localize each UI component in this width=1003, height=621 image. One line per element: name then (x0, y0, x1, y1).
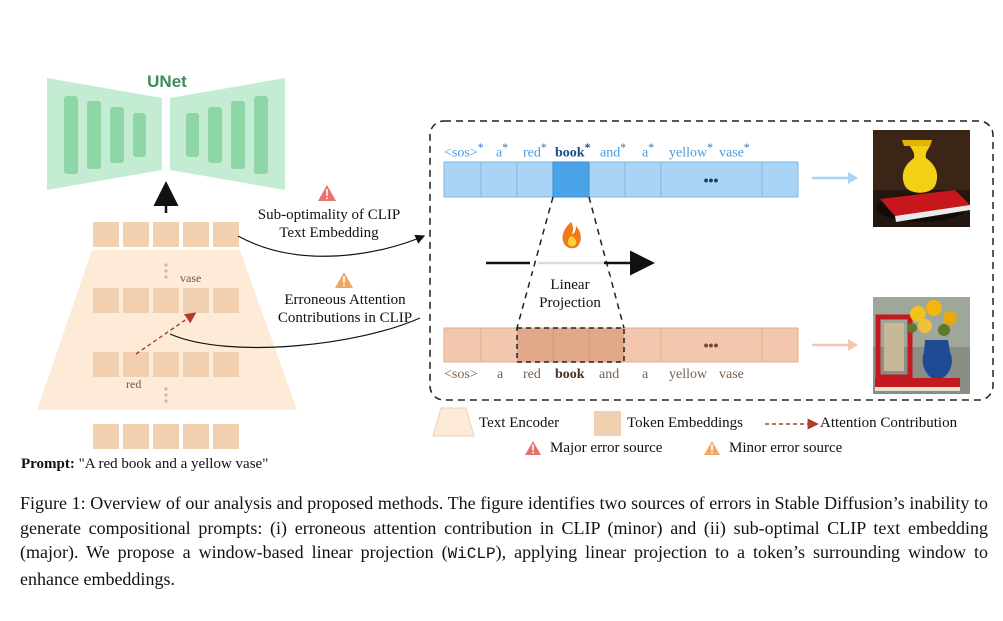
bottom-token-label: a (497, 367, 504, 382)
vertical-ellipsis (164, 263, 168, 403)
highlighted-token-book (552, 161, 590, 198)
top-token-label: red* (523, 141, 547, 161)
projection-panel (429, 120, 994, 401)
warning-icon (525, 441, 541, 455)
legend-text-encoder-swatch (432, 407, 475, 437)
bottom-token-label: and (599, 367, 620, 382)
annotation-erroneous-attention: Erroneous Attention Contributions in CLI… (277, 292, 413, 326)
unet-bar (110, 107, 124, 163)
unet-bar (133, 113, 146, 157)
prompt-text: "A red book and a yellow vase" (78, 456, 269, 472)
top-token-label: <sos>* (444, 141, 484, 161)
output-token-row (93, 222, 239, 247)
legend-minor-error: Minor error source (729, 440, 843, 456)
red-label: red (126, 377, 142, 391)
top-embedding-row (443, 161, 799, 198)
method-name: WiCLP (447, 545, 496, 563)
fire-icon (562, 222, 581, 249)
token-embedding (153, 352, 179, 377)
token-embedding (123, 222, 149, 247)
token-embedding (213, 222, 239, 247)
linear-projection-label: Linear Projection (530, 276, 610, 312)
unet-bar (208, 107, 222, 163)
token-embedding (183, 288, 209, 313)
bottom-token-label: yellow (669, 367, 708, 382)
top-token-label: vase* (719, 141, 750, 161)
legend-attention-contribution: Attention Contribution (820, 415, 958, 431)
token-embedding (153, 288, 179, 313)
token-embedding (93, 288, 119, 313)
warning-icon (335, 272, 353, 288)
token-embedding (93, 352, 119, 377)
generated-image-baseline (873, 130, 970, 227)
unet-bar (231, 101, 245, 169)
vase-label: vase (180, 271, 202, 285)
unet-bar (186, 113, 199, 157)
bottom-embedding-row (443, 327, 799, 363)
legend-token-embeddings: Token Embeddings (627, 415, 744, 431)
figure-caption: Figure 1: Overview of our analysis and p… (20, 493, 988, 589)
token-embedding (93, 424, 119, 449)
token-embedding (183, 222, 209, 247)
annotation-sub-optimality: Sub-optimality of CLIP Text Embedding (257, 207, 401, 241)
top-token-label: book* (555, 141, 591, 161)
legend-token-swatch (594, 411, 621, 436)
token-embedding (123, 424, 149, 449)
unet-bar (64, 96, 78, 174)
funnel-left-edge (516, 196, 554, 329)
legend-major-error: Major error source (550, 440, 663, 456)
token-embedding (123, 352, 149, 377)
token-embedding (213, 352, 239, 377)
warning-icon (704, 441, 720, 455)
top-token-label: and* (600, 141, 627, 161)
input-token-row (93, 424, 239, 449)
bottom-token-label: book (555, 367, 585, 382)
prompt-label: Prompt: (21, 456, 75, 472)
hidden-token-row-upper (93, 288, 239, 313)
token-embedding (213, 288, 239, 313)
hidden-token-row-lower (93, 352, 239, 377)
top-ellipsis: ••• (704, 172, 719, 188)
unet-bar (254, 96, 268, 174)
bottom-token-label: a (642, 367, 649, 382)
top-token-label: a* (496, 141, 509, 161)
warning-icon (318, 185, 336, 201)
attention-contribution-arrow (135, 312, 197, 355)
bottom-token-label: <sos> (444, 367, 478, 382)
unet-block (47, 78, 285, 190)
token-embedding (183, 352, 209, 377)
legend-text-encoder: Text Encoder (479, 415, 560, 431)
unet-bar (87, 101, 101, 169)
unet-title: UNet (147, 72, 187, 91)
token-embedding (123, 288, 149, 313)
bottom-token-label: vase (719, 367, 744, 382)
token-embedding (183, 424, 209, 449)
curve-arrow-sub-optimality (237, 234, 426, 257)
top-token-label: yellow* (669, 141, 713, 161)
token-embedding (213, 424, 239, 449)
prompt-line: Prompt: "A red book and a yellow vase" (21, 456, 268, 473)
text-encoder-shape (37, 250, 297, 410)
curve-line-erroneous (169, 317, 421, 349)
generated-image-wiclp (873, 297, 970, 394)
token-embedding (153, 424, 179, 449)
window-selection (516, 327, 625, 363)
figure-diagram: ••• ••• (37, 78, 994, 455)
bottom-ellipsis: ••• (704, 337, 719, 353)
token-embedding (153, 222, 179, 247)
bottom-token-label: red (523, 367, 541, 382)
token-embedding (93, 222, 119, 247)
top-token-label: a* (642, 141, 655, 161)
